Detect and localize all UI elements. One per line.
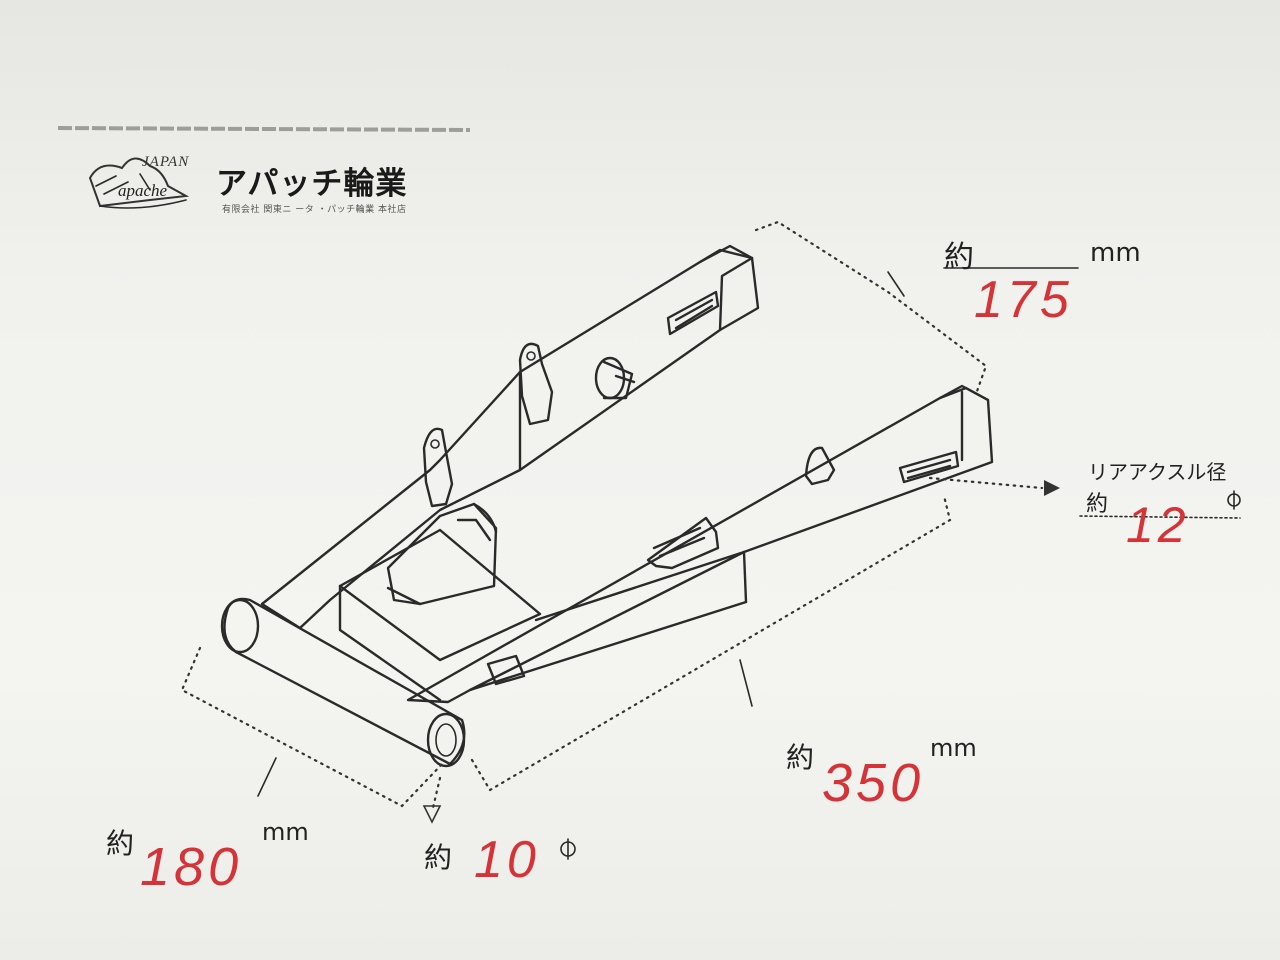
right-arm <box>406 384 994 704</box>
width-value: 175 <box>974 271 1073 329</box>
rear-axle-approx-label: 約 <box>1086 492 1109 517</box>
pivot-diameter-approx-label: 約 <box>424 841 453 874</box>
company-address: 有限会社 関東ニ ータ ・パッチ輪業 本社店 <box>222 205 407 215</box>
width-approx-label: 約 <box>944 240 974 275</box>
cross-member <box>338 502 542 702</box>
dimension-lines <box>180 220 1241 824</box>
pivot-width-approx-label: 約 <box>106 827 135 860</box>
pivot-diameter-value: 10 <box>474 831 540 889</box>
length-approx-label: 約 <box>786 741 815 774</box>
logo-japan-text: JAPAN <box>142 154 190 170</box>
arrow-down-icon <box>422 805 442 824</box>
company-name: アパッチ輪業 <box>216 166 408 202</box>
arrow-right-icon <box>1044 480 1060 496</box>
pivot-width-value: 180 <box>140 837 243 897</box>
length-unit: mm <box>930 734 977 762</box>
apache-logo-icon <box>88 157 190 209</box>
length-value: 350 <box>822 753 925 813</box>
rear-axle-value: 12 <box>1126 497 1190 553</box>
pivot-width-unit: mm <box>262 818 309 846</box>
logo-wordmark: apache <box>118 181 168 200</box>
left-arm <box>260 244 760 630</box>
pivot-tube <box>220 597 466 768</box>
rear-axle-label: リアアクスル径 <box>1088 460 1227 484</box>
width-unit: mm <box>1090 238 1141 268</box>
diameter-symbols <box>560 490 1241 860</box>
header-rule <box>57 126 471 132</box>
